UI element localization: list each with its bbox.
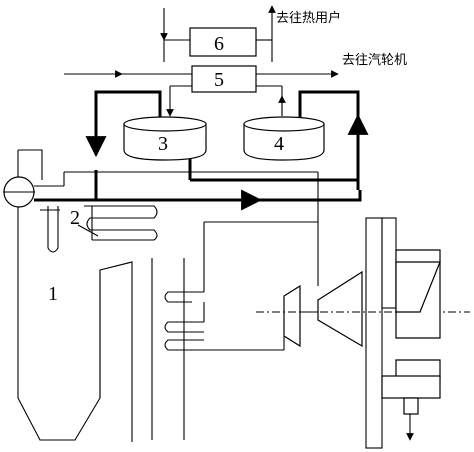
label-to-turbine: 去往汽轮机: [342, 53, 407, 68]
tank-3: 3: [123, 116, 207, 161]
tank-4: 4: [243, 116, 325, 161]
label-6: 6: [214, 33, 224, 55]
heater-coil: [84, 205, 158, 241]
label-5: 5: [214, 69, 224, 91]
label-to-heat-users: 去往热用户: [276, 10, 341, 26]
hp-turbine: [283, 284, 301, 348]
label-2: 2: [70, 207, 80, 229]
turbine: [256, 217, 470, 449]
label-1: 1: [48, 283, 58, 305]
lp-turbine: [317, 270, 363, 348]
boiler: [3, 149, 319, 442]
box-5: 5: [64, 65, 339, 117]
box-6: 6: [160, 5, 276, 62]
label-3: 3: [158, 133, 168, 155]
reheater: [151, 215, 319, 440]
main-loop: [34, 90, 369, 211]
label-4: 4: [274, 133, 284, 155]
